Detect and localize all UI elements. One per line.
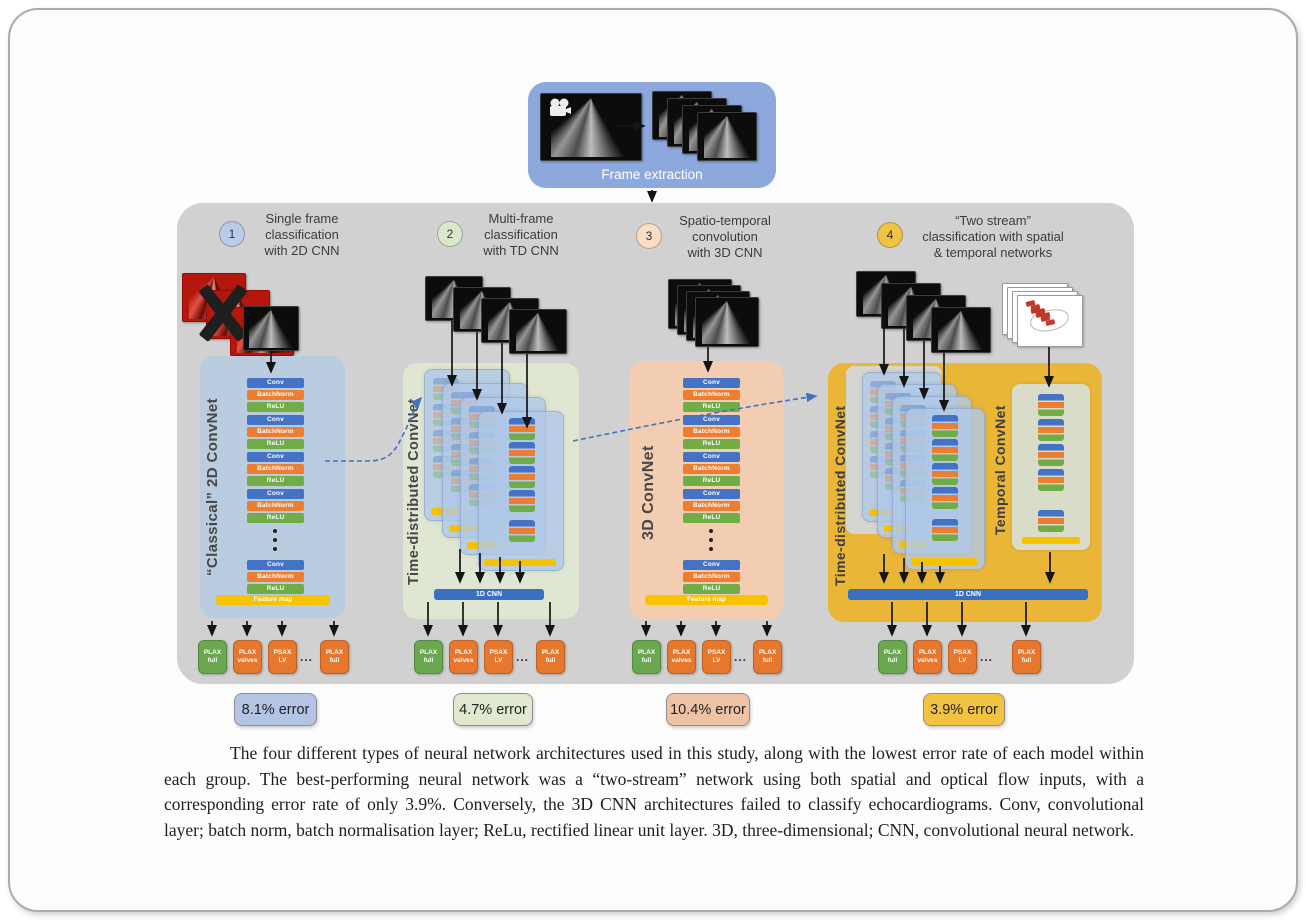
conv-layer: Conv — [683, 489, 740, 499]
input-frame — [695, 297, 759, 347]
ellipsis-vertical — [709, 529, 713, 533]
output-class-box: PLAX full — [878, 640, 907, 674]
conv-block: Conv BatchNorm ReLU — [247, 452, 304, 488]
error-rate-badge-2: 4.7% error — [453, 693, 533, 726]
group-4-number: 4 — [877, 222, 903, 248]
batchnorm-layer: BatchNorm — [247, 501, 304, 511]
conv-block: Conv BatchNorm ReLU — [683, 489, 740, 525]
batchnorm-layer: BatchNorm — [683, 464, 740, 474]
input-frame — [931, 307, 991, 353]
output-class-box: PLAX full — [198, 640, 227, 674]
frame-extraction-label: Frame extraction — [601, 167, 703, 182]
batchnorm-layer: BatchNorm — [247, 572, 304, 582]
conv-layer: Conv — [247, 378, 304, 388]
relu-layer: ReLU — [683, 476, 740, 486]
conv-block: Conv BatchNorm ReLU — [247, 378, 304, 414]
conv-layer: Conv — [247, 489, 304, 499]
relu-layer: ReLU — [247, 476, 304, 486]
video-camera-icon — [550, 98, 571, 116]
ellipsis-vertical — [273, 529, 277, 533]
relu-layer: ReLU — [247, 513, 304, 523]
conv-layer: Conv — [247, 452, 304, 462]
output-class-box: PLAX full — [536, 640, 565, 674]
group-4-title: “Two stream” classification with spatial… — [922, 213, 1064, 260]
extracted-frame — [697, 112, 757, 161]
conv-layer: Conv — [247, 560, 304, 570]
temporal-convnet-panel — [1012, 384, 1090, 550]
output-class-box: PSAX LV — [948, 640, 977, 674]
ellipsis-horizontal: ... — [516, 650, 530, 664]
error-rate-badge-1: 8.1% error — [234, 693, 317, 726]
fusion-1d-cnn-bar: 1D CNN — [848, 589, 1088, 600]
group-2-number: 2 — [437, 221, 463, 247]
relu-layer: ReLU — [247, 439, 304, 449]
relu-layer: ReLU — [247, 402, 304, 412]
ellipsis-horizontal: ... — [300, 650, 314, 664]
conv-block: Conv BatchNorm ReLU — [247, 560, 304, 596]
conv-block: Conv BatchNorm ReLU — [247, 415, 304, 451]
ellipsis-horizontal: ... — [734, 650, 748, 664]
classical-2d-convnet-label: “Classical” 2D ConvNet — [204, 397, 221, 577]
output-class-box: PSAX LV — [702, 640, 731, 674]
output-class-box: PLAX valves — [667, 640, 696, 674]
output-class-box: PLAX full — [320, 640, 349, 674]
relu-layer: ReLU — [683, 402, 740, 412]
group-2-title: Multi-frame classification with TD CNN — [483, 211, 559, 258]
batchnorm-layer: BatchNorm — [683, 427, 740, 437]
single-input-frame — [243, 306, 299, 351]
output-class-box: PSAX LV — [268, 640, 297, 674]
batchnorm-layer: BatchNorm — [247, 464, 304, 474]
ellipsis-horizontal: ... — [980, 650, 994, 664]
output-class-box: PLAX valves — [913, 640, 942, 674]
conv-block: Conv BatchNorm ReLU — [683, 378, 740, 414]
relu-layer: ReLU — [683, 513, 740, 523]
output-class-box: PLAX valves — [449, 640, 478, 674]
conv-layer: Conv — [247, 415, 304, 425]
fusion-1d-cnn-bar: 1D CNN — [434, 589, 544, 600]
feature-map-bar: Feature map — [216, 595, 330, 605]
batchnorm-layer: BatchNorm — [247, 390, 304, 400]
output-class-box: PLAX full — [753, 640, 782, 674]
conv-block: Conv BatchNorm ReLU — [247, 489, 304, 525]
error-rate-badge-3: 10.4% error — [666, 693, 750, 726]
group-3-title: Spatio-temporal convolution with 3D CNN — [679, 213, 771, 260]
batchnorm-layer: BatchNorm — [683, 572, 740, 582]
conv-block: Conv BatchNorm ReLU — [683, 452, 740, 488]
relu-layer: ReLU — [683, 439, 740, 449]
group-3-number: 3 — [636, 223, 662, 249]
group-1-number: 1 — [219, 221, 245, 247]
error-rate-badge-4: 3.9% error — [923, 693, 1005, 726]
batchnorm-layer: BatchNorm — [683, 390, 740, 400]
conv-layer: Conv — [683, 560, 740, 570]
relu-layer: ReLU — [247, 584, 304, 594]
output-class-box: PLAX full — [1012, 640, 1041, 674]
td-frame-panel-front — [478, 411, 564, 571]
temporal-convnet-label: Temporal ConvNet — [992, 405, 1008, 535]
input-frame — [509, 309, 567, 354]
conv-layer: Conv — [683, 452, 740, 462]
time-distributed-convnet-label: Time-distributed ConvNet — [406, 398, 422, 586]
3d-convnet-label: 3D ConvNet — [640, 445, 657, 540]
output-class-box: PLAX valves — [233, 640, 262, 674]
conv-layer: Conv — [683, 378, 740, 388]
batchnorm-layer: BatchNorm — [683, 501, 740, 511]
output-class-box: PLAX full — [632, 640, 661, 674]
output-class-box: PLAX full — [414, 640, 443, 674]
group-1-title: Single frame classification with 2D CNN — [264, 211, 340, 258]
frame-extraction-box: Frame extraction — [528, 82, 776, 188]
batchnorm-layer: BatchNorm — [247, 427, 304, 437]
feature-map-bar: Feature map — [645, 595, 768, 605]
figure-caption: The four different types of neural netwo… — [164, 743, 1144, 840]
conv-layer: Conv — [683, 415, 740, 425]
relu-layer: ReLU — [683, 584, 740, 594]
output-class-box: PSAX LV — [484, 640, 513, 674]
td-frame-panel-front — [905, 408, 985, 570]
conv-block: Conv BatchNorm ReLU — [683, 415, 740, 451]
conv-block: Conv BatchNorm ReLU — [683, 560, 740, 596]
